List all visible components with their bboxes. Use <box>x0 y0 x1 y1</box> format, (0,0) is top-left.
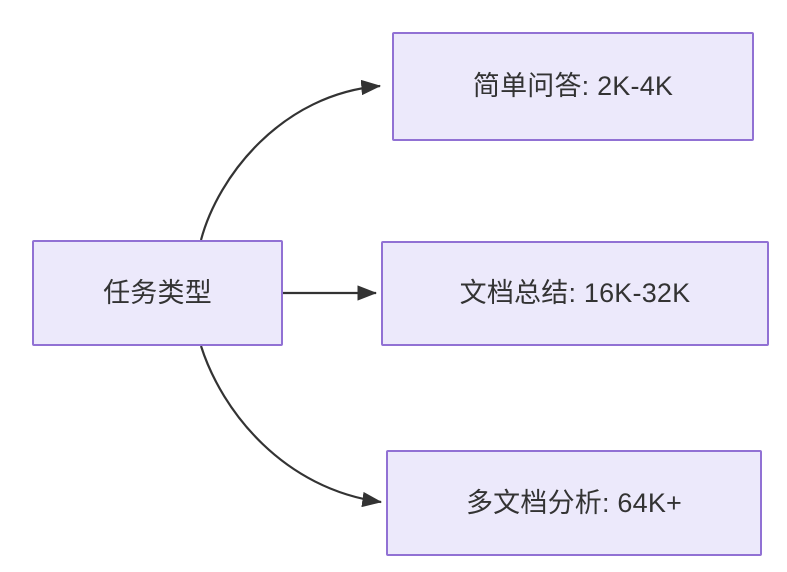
node-task-type[interactable]: 任务类型 <box>32 240 283 346</box>
node-multi-document-analysis-label: 多文档分析: 64K+ <box>465 487 682 518</box>
edge-root-to-simple <box>199 79 382 241</box>
node-multi-document-analysis[interactable]: 多文档分析: 64K+ <box>386 450 762 556</box>
node-task-type-label: 任务类型 <box>103 277 212 308</box>
node-document-summary-label: 文档总结: 16K-32K <box>459 278 691 309</box>
node-document-summary[interactable]: 文档总结: 16K-32K <box>381 241 769 346</box>
node-simple-qa-label: 简单问答: 2K-4K <box>472 71 674 102</box>
node-simple-qa[interactable]: 简单问答: 2K-4K <box>392 32 754 141</box>
edge-root-to-multidoc <box>199 345 383 508</box>
